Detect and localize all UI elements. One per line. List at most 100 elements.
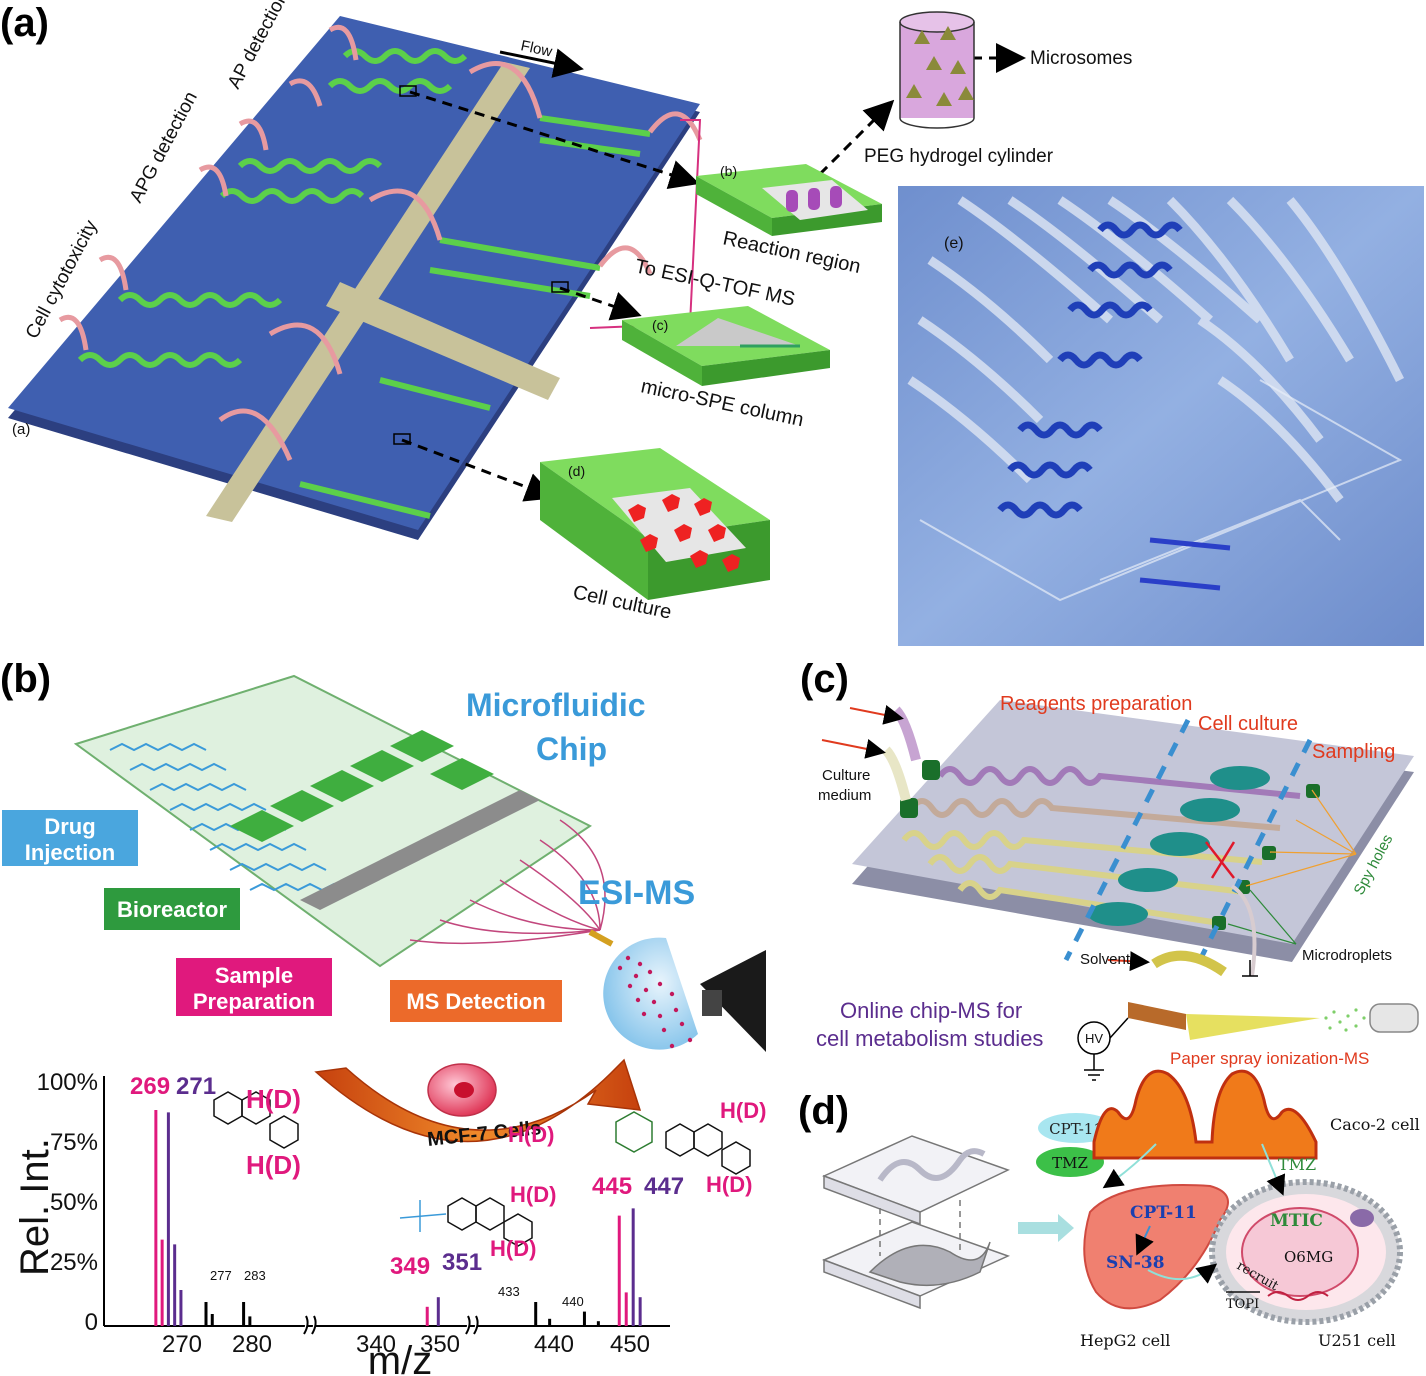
ytick-100: 100% [37,1069,98,1096]
outlet-6 [299,481,431,519]
curved-arrow [314,1058,642,1143]
title-chip: Chip [536,731,607,767]
sample-prep-box [176,958,332,1016]
chip-b-outlet-tubes [409,819,606,945]
clip [1128,1002,1186,1030]
peak-label-269: 269 [130,1073,170,1100]
photo-background [898,186,1424,646]
serpentine-3 [237,158,383,174]
outlet-2 [539,137,641,157]
axis-break-1 [303,1315,317,1335]
drug-injection-box [2,810,138,866]
esi-ms-label: ESI-MS [578,874,695,912]
peak-label-283: 283 [244,1268,266,1283]
axis-break-2 [465,1315,479,1335]
ms-detection-box [390,980,562,1022]
panel-a-chip [8,16,703,540]
sampling-capillary [1230,884,1257,977]
transfer-arrow [1018,1214,1074,1242]
collector-channel [206,62,530,522]
tube-3 [238,118,269,151]
y-ticks: 100% 75% 50% 25% 0 [37,1069,98,1336]
label-flow: Flow [519,37,554,60]
title-microfluidic: Microfluidic [466,687,646,723]
culture-line1: Culture [822,767,870,784]
inset-b-front [772,204,882,236]
hd-6: H(D) [720,1098,766,1123]
sublabel-d: (d) [568,463,585,479]
label-topi: TOPI [1226,1297,1259,1312]
hv-wiring [1084,960,1258,1081]
hydrogel-2 [808,188,820,210]
chip-d-channel [877,1148,986,1182]
inset-reaction-region: (b) Reaction region To ESI-Q-TOF MS [633,163,882,311]
peak-label-433: 433 [498,1284,520,1299]
panel-a: (a) [0,0,1424,646]
callout-d [401,438,556,502]
tmz-badge-text: TMZ [1052,1154,1088,1172]
esi-spray [603,937,766,1052]
spectrum: 100% 75% 50% 25% 0 Rel. Int. m/z 270 280… [13,1069,684,1376]
bioreactor-box [104,888,240,930]
solvent-tube [1151,950,1227,977]
transport-arrow-3 [1147,1263,1218,1284]
sublabel-e: (e) [944,235,964,252]
peak-label-349: 349 [390,1253,430,1280]
cells [628,494,740,572]
label-hepg2: HepG2 cell [1080,1331,1170,1350]
bioreactor-label: Bioreactor [117,897,227,922]
sublabel-c: (c) [652,317,668,333]
axis-breaks [303,1315,479,1335]
online-line2: cell metabolism studies [816,1026,1043,1051]
online-line1: Online chip-MS for [840,998,1022,1023]
prep-chambers [300,790,540,910]
serpentine-4 [219,188,365,204]
tube-10 [598,245,653,275]
ms-detection-label: MS Detection [406,989,545,1014]
photo-tubes [907,196,1405,503]
medium-tube [882,746,911,802]
label-caco2: Caco-2 cell [1330,1115,1420,1134]
cpt11-badge-text: CPT-11 [1049,1120,1103,1138]
paper-tip [1186,1014,1320,1040]
photo-outlet-1 [1149,537,1231,551]
panel-d: (d) CPT-11 TMZ Caco-2 cell CPT-11 SN-38 … [798,1069,1420,1350]
peg-cylinder: Microsomes PEG hydrogel cylinder [864,11,1132,167]
hd-2: H(D) [246,1150,301,1180]
ms-inlet-cone [700,950,766,1052]
peak-label-447: 447 [644,1173,684,1200]
photo-chip-edges [919,379,1403,602]
chip-c-top [852,700,1414,944]
xtick-270: 270 [162,1331,202,1358]
label-cell-culture-c: Cell culture [1198,713,1298,735]
channel-tan [909,798,1281,831]
caco2-villi [1092,1069,1318,1160]
label-sampling: Sampling [1312,741,1395,763]
hd-4: H(D) [510,1182,556,1207]
liver-cpt11: CPT-11 [1130,1203,1197,1223]
outlet-3 [439,237,601,271]
sublabel-b: (b) [720,163,737,179]
bioreactor-chambers [230,730,494,842]
peak-label-277: 277 [210,1268,232,1283]
molecule-1 [213,1091,299,1149]
spy-hole-pointers [1245,789,1357,887]
label-o6mg: O6MG [1284,1248,1333,1266]
label-apg-detection: APG detection [126,88,202,206]
hd-1: H(D) [246,1084,301,1114]
label-hv: HV [1085,1031,1103,1046]
spe-beads [676,318,800,346]
hd-7: H(D) [706,1172,752,1197]
drug-line1: Drug [44,814,95,839]
dna-strand [1267,1291,1329,1301]
ytick-75: 75% [50,1129,98,1156]
serpentine-channels [77,48,468,368]
u251-organelle [1350,1209,1374,1227]
chip-d-tissue [868,1241,991,1287]
tmz-badge [1036,1147,1104,1177]
inset-d-well [612,488,746,562]
flow-arrow [499,48,584,78]
label-mtic: MTIC [1270,1211,1323,1231]
x-axis-label: m/z [368,1339,432,1376]
photo-outlet-2 [1139,577,1221,591]
